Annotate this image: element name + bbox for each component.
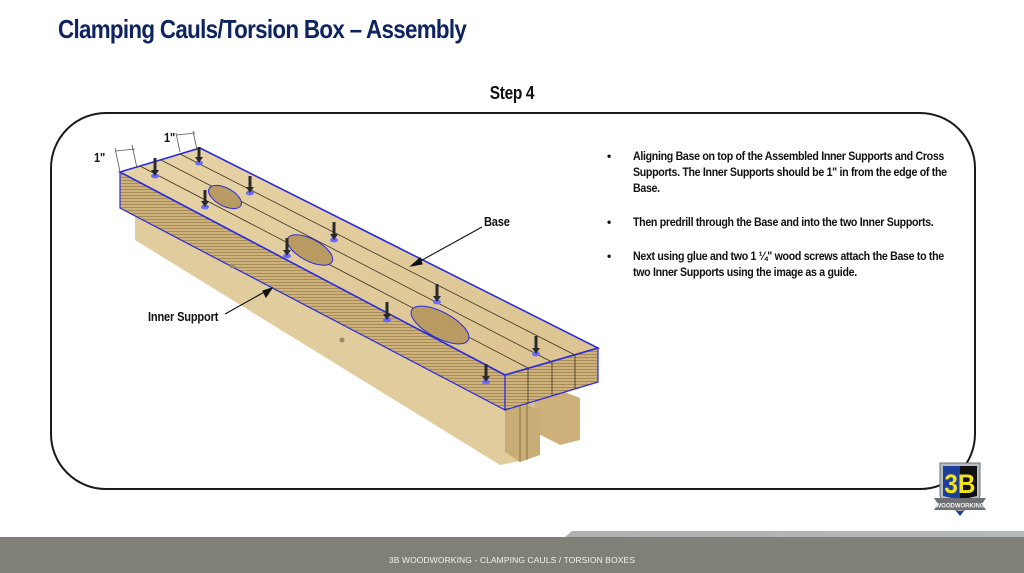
content-frame (50, 112, 976, 490)
instruction-list: • Aligning Base on top of the Assembled … (606, 148, 956, 298)
instruction-item: • Aligning Base on top of the Assembled … (606, 148, 956, 196)
dimension-label-top: 1" (164, 130, 176, 145)
instruction-text: Then predrill through the Base and into … (633, 215, 934, 229)
base-callout-label: Base (484, 214, 510, 229)
3b-woodworking-logo-icon: 3B WOODWORKING (934, 462, 986, 516)
svg-text:WOODWORKING: WOODWORKING (936, 504, 985, 510)
instruction-text: Next using glue and two 1 ¼" wood screws… (633, 249, 944, 279)
svg-text:3B: 3B (944, 470, 975, 499)
bullet-icon: • (607, 149, 611, 163)
footer-text: 3B WOODWORKING - CLAMPING CAULS / TORSIO… (388, 555, 636, 565)
inner-support-callout-label: Inner Support (148, 309, 219, 324)
instruction-text: Aligning Base on top of the Assembled In… (633, 149, 947, 195)
bullet-icon: • (607, 249, 611, 263)
footer-bar (0, 537, 1024, 573)
slide-title: Clamping Cauls/Torsion Box – Assembly (58, 14, 467, 44)
bullet-icon: • (607, 215, 611, 229)
step-heading: Step 4 (489, 83, 535, 103)
screw-markers (151, 147, 540, 385)
dimension-label-left: 1" (94, 150, 106, 165)
instruction-item: • Then predrill through the Base and int… (606, 214, 956, 230)
assembly-illustration (114, 130, 601, 465)
instruction-item: • Next using glue and two 1 ¼" wood scre… (606, 248, 956, 280)
